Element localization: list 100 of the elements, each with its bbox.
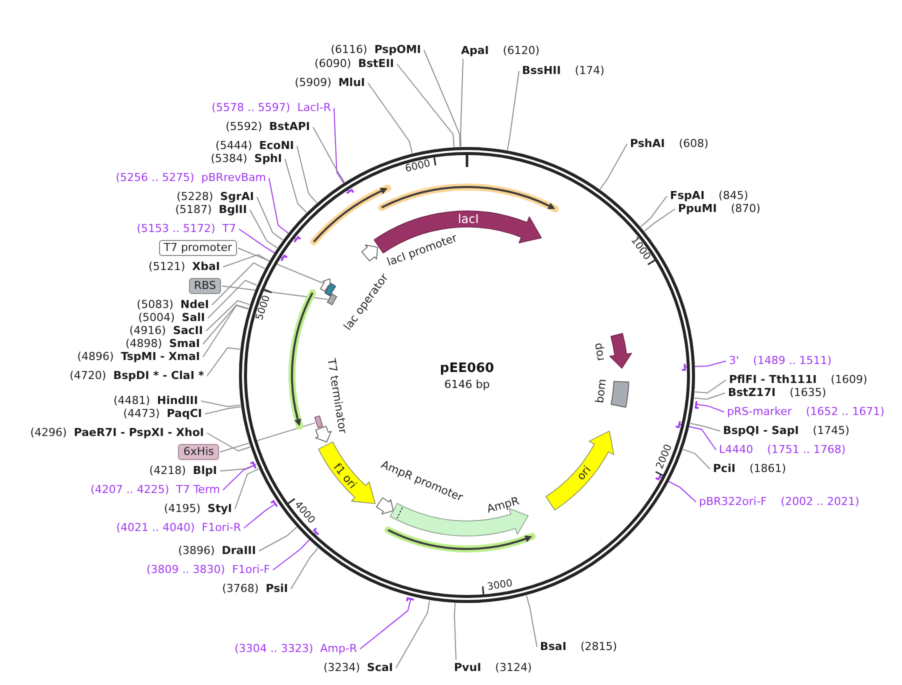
leader-line	[258, 526, 298, 552]
restriction-site-label: BspQI - SapI (1745)	[723, 424, 850, 438]
leader-line	[234, 468, 260, 510]
restriction-site-label: (4916) SacII	[129, 324, 203, 338]
restriction-site-label: (4898) SmaI	[126, 337, 200, 351]
leader-line	[682, 448, 710, 470]
restriction-site-label: PvuI (3124)	[454, 661, 532, 675]
restriction-site-label: (6090) BstEII	[314, 57, 394, 71]
feature-label: bom	[593, 378, 609, 404]
leader-line	[396, 64, 454, 148]
restriction-site-label: PflFI - Tth111I (1609)	[729, 373, 868, 387]
primer-label: (5256 .. 5275) pBRrevBam	[116, 171, 266, 185]
leader-line	[268, 178, 297, 240]
feature-name-tag: 6xHis	[178, 444, 219, 460]
leader-line	[244, 503, 276, 528]
leader-line	[506, 70, 520, 151]
leader-line	[460, 58, 464, 148]
restriction-site-label: (4896) TspMI - XmaI	[77, 350, 200, 364]
leader-line	[290, 548, 318, 590]
leader-line	[694, 380, 726, 394]
restriction-site-label: ApaI (6120)	[461, 44, 540, 58]
feature-name-tag: RBS	[189, 278, 221, 294]
feature-name-tag: T7 promoter	[158, 240, 237, 256]
leader-line	[220, 422, 316, 452]
scale-label: 5000	[254, 294, 274, 322]
restriction-site-label: PpuMI (870)	[678, 202, 760, 216]
feature-label: rop	[591, 342, 607, 362]
restriction-site-label: (5384) SphI	[210, 152, 282, 166]
restriction-site-label: (5187) BglII	[175, 203, 247, 217]
restriction-site-label: (3896) DraIII	[178, 544, 256, 558]
leader-line	[600, 144, 628, 190]
primer-label: (5578 .. 5597) LacI-R	[212, 101, 331, 115]
feature-label: lacI	[458, 212, 479, 226]
scale-label: 2000	[654, 443, 676, 472]
restriction-site-label: (5121) XbaI	[148, 260, 220, 274]
leader-line	[250, 210, 278, 248]
leader-line	[694, 392, 726, 400]
primer-label: (4021 .. 4040) F1ori-R	[116, 521, 241, 535]
leader-line	[678, 424, 716, 450]
leader-line	[696, 404, 724, 412]
feature-label: AmpR	[485, 494, 521, 516]
leader-line	[238, 248, 324, 284]
restriction-site-label: (5444) EcoNI	[216, 139, 294, 153]
restriction-site-label: (5228) SgrAI	[176, 190, 254, 204]
leader-line	[202, 304, 249, 358]
feature-label: ori	[574, 464, 594, 483]
restriction-site-label: PshAI (608)	[630, 137, 708, 151]
leader-line	[222, 464, 255, 490]
primer-label: L4440 (1751 .. 1768)	[719, 443, 846, 457]
leader-line	[206, 300, 250, 332]
leader-line	[284, 158, 307, 213]
leader-line	[206, 347, 240, 376]
leader-line	[360, 598, 412, 650]
leader-line	[204, 406, 242, 414]
leader-line	[222, 254, 270, 268]
leader-line	[238, 228, 284, 259]
restriction-site-label: (4473) PaqCI	[123, 407, 202, 421]
primer-label: (3809 .. 3830) F1ori-F	[146, 563, 270, 577]
leader-line	[206, 432, 251, 452]
restriction-site-label: (4481) HindIII	[113, 394, 198, 408]
scale-label: 6000	[404, 158, 432, 176]
restriction-site-label: (5083) NdeI	[136, 298, 209, 312]
restriction-site-label: (3234) ScaI	[323, 661, 393, 675]
leader-line	[296, 146, 318, 204]
feature-label: T7 terminator	[324, 357, 349, 434]
leader-line	[220, 464, 258, 472]
leader-line	[526, 595, 538, 648]
primer-label: (4207 .. 4225) T7 Term	[90, 483, 220, 497]
restriction-site-label: (4720) BspDI * - ClaI *	[70, 369, 204, 383]
leader-line	[222, 286, 328, 300]
leader-line	[690, 422, 720, 432]
restriction-site-label: (6116) PspOMI	[330, 43, 421, 57]
primer-label: pBR322ori-F (2002 .. 2021)	[699, 495, 860, 509]
restriction-site-label: (5909) MluI	[294, 76, 365, 90]
restriction-site-label: (4218) BlpI	[149, 464, 217, 478]
leader-line	[368, 82, 413, 154]
leader-line	[640, 196, 668, 228]
restriction-site-label: PciI (1861)	[713, 462, 786, 476]
restriction-site-label: (4195) StyI	[164, 502, 232, 516]
plasmid-size: 6146 bp	[444, 377, 490, 393]
restriction-site-label: (3768) PsiI	[222, 582, 288, 596]
leader-line	[424, 50, 460, 148]
leader-line	[256, 196, 284, 240]
plasmid-name: pEE060	[440, 361, 494, 377]
restriction-site-label: BssHII (174)	[522, 64, 604, 78]
restriction-site-label: (4296) PaeR7I - PspXI - XhoI	[30, 426, 204, 440]
leader-line	[272, 532, 317, 570]
leader-line	[454, 602, 456, 660]
restriction-site-label: (5004) SalI	[138, 311, 205, 325]
scale-label: 3000	[486, 578, 514, 594]
leader-line	[202, 304, 249, 344]
leader-line	[684, 360, 726, 368]
primer-label: (5153 .. 5172) T7	[136, 222, 236, 236]
feature-label: f1 ori	[330, 460, 360, 491]
leader-line	[312, 126, 345, 183]
primer-label: (3304 .. 3323) Amp-R	[234, 642, 357, 656]
primer-label: pRS-marker (1652 .. 1671)	[727, 405, 884, 419]
leader-line	[208, 280, 258, 318]
leader-line	[644, 208, 676, 232]
restriction-site-label: BstZ17I (1635)	[728, 386, 826, 400]
